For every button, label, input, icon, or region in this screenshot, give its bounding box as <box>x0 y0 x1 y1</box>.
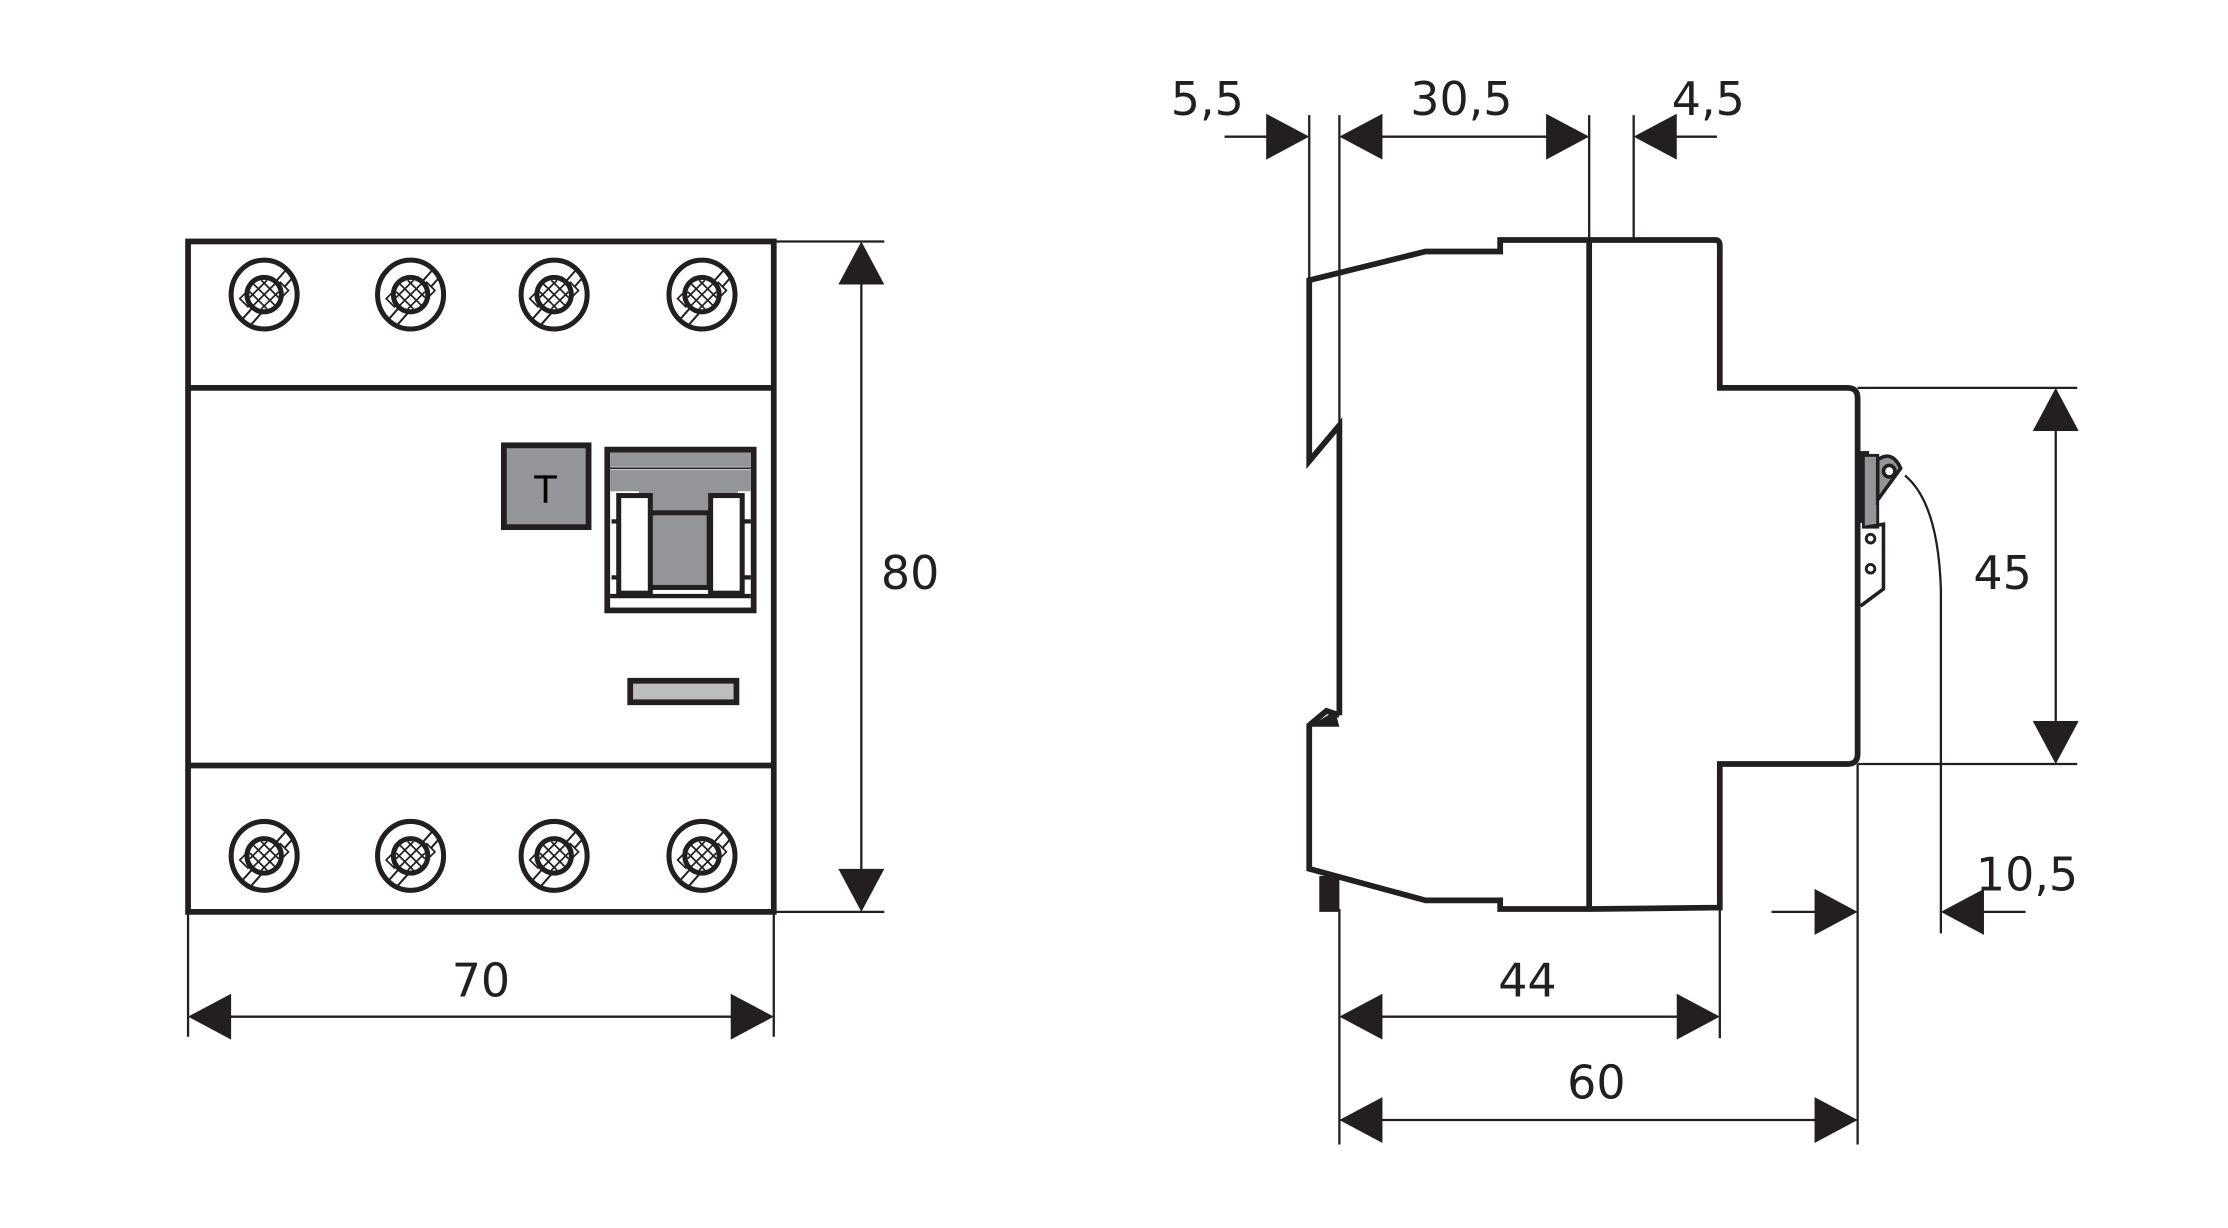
test-button: T <box>501 442 592 531</box>
din-clip <box>1309 710 1340 727</box>
top-terminals <box>231 260 735 329</box>
screw-terminal-icon <box>231 260 297 329</box>
bottom-terminals <box>231 821 735 890</box>
side-view: 5,5 30,5 4,5 45 10,5 <box>1171 72 2079 1145</box>
dimension-lever-protrusion: 10,5 <box>1771 764 2078 1145</box>
dimension-label-front-section: 30,5 <box>1410 72 1512 126</box>
screw-terminal-icon <box>669 821 735 890</box>
side-body-outline <box>1306 237 1861 912</box>
dimension-label-body-depth: 44 <box>1498 954 1556 1008</box>
dimension-label-front-panel-height: 45 <box>1973 546 2031 600</box>
dimension-label-step-offset: 4,5 <box>1672 72 1745 126</box>
dimension-front-panel-height: 45 <box>1857 386 2079 766</box>
screw-terminal-icon <box>521 260 587 329</box>
screw-terminal-icon <box>378 821 444 890</box>
dimension-width: 70 <box>186 911 775 1040</box>
dimension-label-width: 70 <box>452 954 510 1008</box>
screw-terminal-icon <box>669 260 735 329</box>
din-clip-foot <box>1319 875 1340 912</box>
dimension-label-rail-clip-offset: 5,5 <box>1171 72 1244 126</box>
dimension-label-lever-protrusion: 10,5 <box>1976 847 2078 901</box>
test-button-label: T <box>533 468 557 512</box>
toggle-lever <box>604 446 757 614</box>
front-view: T 80 <box>185 238 939 1040</box>
dimension-top-chain: 5,5 30,5 4,5 <box>1171 72 1745 431</box>
indicator-window <box>627 677 740 706</box>
dimension-label-overall-depth: 60 <box>1567 1056 1625 1110</box>
dimension-height: 80 <box>773 240 939 914</box>
dimension-overall-depth: 60 <box>1339 1056 1858 1144</box>
screw-terminal-icon <box>521 821 587 890</box>
dimension-label-height: 80 <box>881 546 939 600</box>
device-body-outline <box>185 238 777 915</box>
screw-terminal-icon <box>378 260 444 329</box>
screw-terminal-icon <box>231 821 297 890</box>
dimension-body-depth: 44 <box>1338 907 1721 1145</box>
side-toggle-lever <box>1857 451 1943 934</box>
